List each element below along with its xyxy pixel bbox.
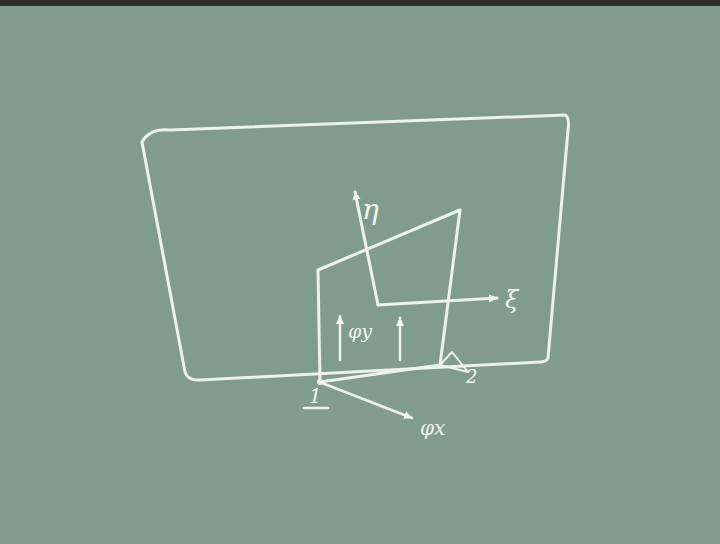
node-dot <box>317 379 323 385</box>
node-symbol <box>440 352 468 372</box>
phi-y-label: φy <box>348 322 372 341</box>
node-number: 1 <box>309 386 322 406</box>
phi-x-arrow <box>322 383 412 418</box>
board-frame <box>0 0 720 6</box>
body-outline <box>142 115 569 380</box>
underline <box>304 407 328 410</box>
eta-label: η <box>362 196 379 224</box>
phi-x-label: φx <box>420 418 445 438</box>
eta-axis <box>355 192 378 305</box>
xi-axis <box>378 298 497 305</box>
phi-y-arrow <box>339 316 342 360</box>
element-outline <box>318 210 460 382</box>
xi-label: ξ <box>505 288 518 312</box>
node-number: 2 <box>466 368 477 386</box>
force-arrow <box>399 318 402 360</box>
